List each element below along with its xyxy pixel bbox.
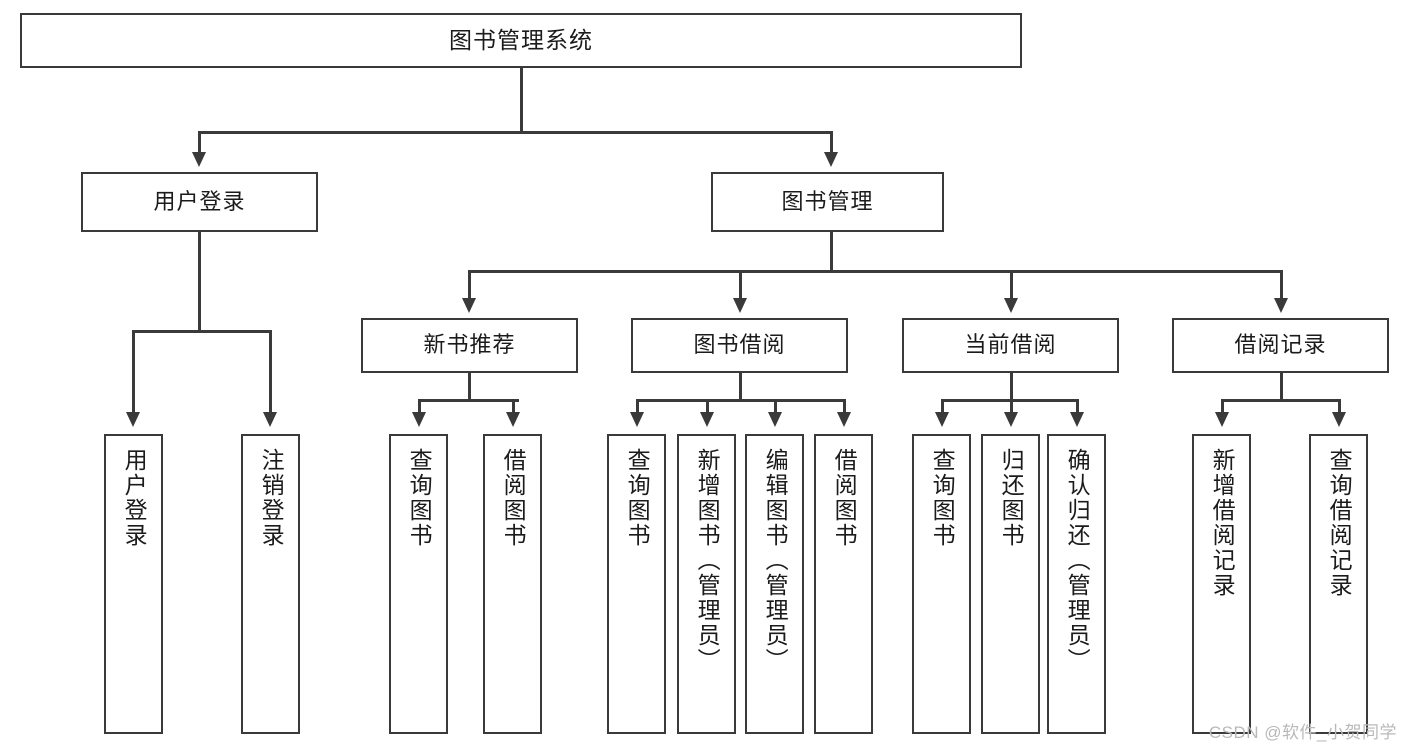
csdn-watermark: CSDN @软件_小贺同学 — [1208, 723, 1397, 742]
node-label: 图书借阅 — [693, 332, 786, 358]
arrowhead-current-borrow — [1004, 298, 1018, 313]
arrowhead-user-login — [192, 152, 206, 167]
arrowhead-leaf-borrow-book-1 — [506, 412, 520, 427]
connector-root-stem — [520, 68, 523, 132]
node-leaf-query-book-recommend[interactable]: 查询图书 — [389, 434, 448, 734]
connector-drop-leaf-query-book-3 — [941, 399, 944, 414]
connector-book-manage-stem — [830, 232, 833, 272]
connector-user-login-stem — [198, 232, 201, 332]
connector-drop-leaf-borrow-book-1 — [512, 399, 515, 414]
arrowhead-borrow-record — [1274, 298, 1288, 313]
node-label: 确认归还（管理员） — [1064, 448, 1091, 673]
node-leaf-borrow-book-borrow[interactable]: 借阅图书 — [814, 434, 873, 734]
node-label: 归还图书 — [998, 448, 1025, 548]
connector-borrow-record-stem — [1280, 373, 1283, 401]
connector-drop-leaf-query-record — [1338, 399, 1341, 414]
node-leaf-logout-login[interactable]: 注销登录 — [241, 434, 300, 734]
connector-drop-leaf-return-book — [1010, 399, 1013, 414]
connector-level2-bus — [198, 131, 832, 134]
connector-new-book-stem — [468, 373, 471, 401]
node-user-login[interactable]: 用户登录 — [81, 172, 318, 232]
connector-drop-leaf-logout — [269, 330, 272, 414]
arrowhead-book-borrow — [733, 298, 747, 313]
connector-drop-leaf-query-book-1 — [418, 399, 421, 414]
node-leaf-user-login[interactable]: 用户登录 — [104, 434, 163, 734]
connector-drop-user-login — [198, 131, 201, 154]
connector-book-borrow-bus — [636, 399, 845, 402]
arrowhead-leaf-query-record — [1332, 412, 1346, 427]
connector-book-borrow-stem — [739, 373, 742, 401]
connector-current-borrow-stem — [1010, 373, 1013, 401]
node-leaf-query-book-current[interactable]: 查询图书 — [912, 434, 971, 734]
node-label: 新增图书（管理员） — [694, 448, 721, 673]
node-book-borrow[interactable]: 图书借阅 — [631, 318, 848, 373]
node-borrow-record[interactable]: 借阅记录 — [1172, 318, 1389, 373]
node-leaf-query-book-borrow[interactable]: 查询图书 — [607, 434, 666, 734]
node-leaf-query-borrow-record[interactable]: 查询借阅记录 — [1309, 434, 1368, 734]
connector-drop-borrow-record — [1280, 270, 1283, 300]
node-label: 注销登录 — [258, 448, 285, 548]
node-label: 图书管理 — [781, 188, 874, 214]
node-label: 查询图书 — [624, 448, 651, 548]
node-label: 借阅图书 — [831, 448, 858, 548]
connector-drop-book-manage — [830, 131, 833, 154]
node-leaf-edit-book-admin[interactable]: 编辑图书（管理员） — [745, 434, 804, 734]
node-leaf-add-borrow-record[interactable]: 新增借阅记录 — [1192, 434, 1251, 734]
node-leaf-return-book[interactable]: 归还图书 — [981, 434, 1040, 734]
connector-drop-new-book — [468, 270, 471, 300]
arrowhead-new-book-recommend — [462, 298, 476, 313]
connector-drop-leaf-confirm-return — [1076, 399, 1079, 414]
node-book-management[interactable]: 图书管理 — [711, 172, 944, 232]
node-label: 查询图书 — [406, 448, 433, 548]
arrowhead-leaf-query-book-2 — [630, 412, 644, 427]
arrowhead-leaf-return-book — [1004, 412, 1018, 427]
connector-user-login-bus — [132, 330, 270, 333]
connector-current-borrow-bus — [941, 399, 1078, 402]
node-label: 用户登录 — [153, 188, 246, 214]
node-leaf-borrow-book-recommend[interactable]: 借阅图书 — [483, 434, 542, 734]
arrowhead-leaf-confirm-return — [1070, 412, 1084, 427]
arrowhead-leaf-borrow-book-2 — [837, 412, 851, 427]
connector-drop-leaf-borrow-book-2 — [843, 399, 846, 414]
node-label: 借阅图书 — [500, 448, 527, 548]
node-label: 借阅记录 — [1234, 332, 1327, 358]
connector-drop-leaf-user-login — [132, 330, 135, 414]
node-label: 新书推荐 — [423, 332, 516, 358]
connector-drop-leaf-add-record — [1221, 399, 1224, 414]
node-root-book-management-system[interactable]: 图书管理系统 — [20, 13, 1022, 68]
node-leaf-confirm-return-admin[interactable]: 确认归还（管理员） — [1047, 434, 1106, 734]
node-leaf-add-book-admin[interactable]: 新增图书（管理员） — [677, 434, 736, 734]
arrowhead-book-manage — [824, 152, 838, 167]
node-label: 查询借阅记录 — [1326, 448, 1353, 598]
connector-level3-bus — [468, 270, 1282, 273]
node-label: 新增借阅记录 — [1209, 448, 1236, 598]
connector-drop-book-borrow — [739, 270, 742, 300]
node-label: 查询图书 — [929, 448, 956, 548]
arrowhead-leaf-query-book-3 — [935, 412, 949, 427]
connector-drop-leaf-query-book-2 — [636, 399, 639, 414]
arrowhead-leaf-add-book — [700, 412, 714, 427]
connector-borrow-record-bus — [1221, 399, 1340, 402]
arrowhead-leaf-user-login — [126, 412, 140, 427]
connector-drop-leaf-add-book — [706, 399, 709, 414]
arrowhead-leaf-edit-book — [768, 412, 782, 427]
node-new-book-recommend[interactable]: 新书推荐 — [361, 318, 578, 373]
node-current-borrow[interactable]: 当前借阅 — [902, 318, 1119, 373]
node-label: 图书管理系统 — [449, 26, 593, 53]
node-label: 编辑图书（管理员） — [762, 448, 789, 673]
arrowhead-leaf-add-record — [1215, 412, 1229, 427]
node-label: 当前借阅 — [964, 332, 1057, 358]
arrowhead-leaf-query-book-1 — [412, 412, 426, 427]
connector-new-book-bus — [418, 399, 519, 402]
node-label: 用户登录 — [121, 448, 148, 548]
connector-drop-leaf-edit-book — [774, 399, 777, 414]
connector-drop-current-borrow — [1010, 270, 1013, 300]
arrowhead-leaf-logout — [263, 412, 277, 427]
